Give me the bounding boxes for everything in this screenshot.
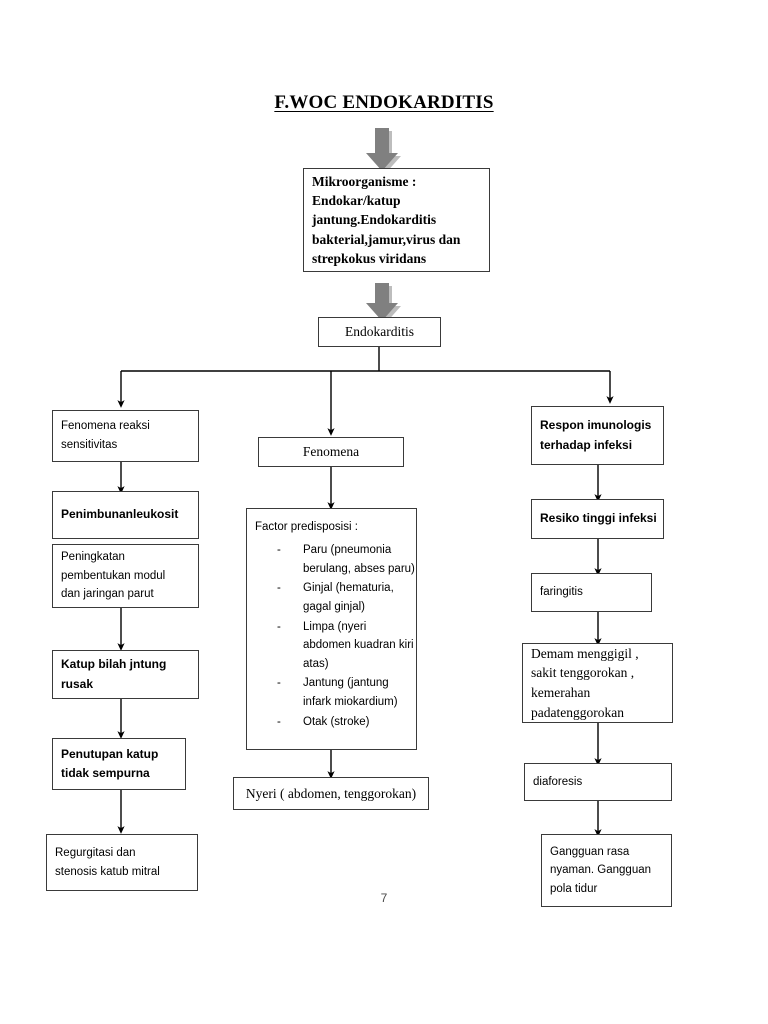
node-fenomena-reaksi-sensitivitas: Fenomena reaksi sensitivitas [52,410,199,462]
node-endokarditis: Endokarditis [318,317,441,347]
node-nyeri-abdomen-tenggorokan-text: Nyeri ( abdomen, tenggorokan) [245,785,417,801]
list-item-label: Paru (pneumonia berulang, abses paru) [303,544,415,575]
node-fenomena-text: Fenomena [302,444,360,460]
node-peningkatan-pembentukan-modul: Peningkatan pembentukan modul dan jaring… [52,544,199,608]
list-dash: - [277,582,281,595]
list-dash: - [277,677,281,690]
page-title: F.WOC ENDOKARDITIS [274,92,494,113]
node-faringitis: faringitis [531,573,652,612]
node-respon-imunologis: Respon imunologis terhadap infeksi [531,406,664,465]
node-demam-menggigil: Demam menggigil , sakit tenggorokan , ke… [522,643,673,723]
list-item-label: Ginjal (hematuria, gagal ginjal) [303,582,394,613]
node-nyeri-abdomen-tenggorokan: Nyeri ( abdomen, tenggorokan) [233,777,429,810]
node-resiko-tinggi-infeksi: Resiko tinggi infeksi [531,499,664,539]
list-dash: - [277,620,281,633]
node-gangguan-rasa-nyaman: Gangguan rasa nyaman. Gangguan pola tidu… [541,834,672,907]
node-katup-bilah-jantung-rusak: Katup bilah jntung rusak [52,650,199,699]
node-respon-imunologis-text: Respon imunologis terhadap infeksi [540,418,652,452]
list-item: - Limpa (nyeri abdomen kuadran kiri atas… [247,618,416,674]
node-peningkatan-pembentukan-modul-text: Peningkatan pembentukan modul dan jaring… [61,551,166,601]
page-number: 7 [380,891,388,905]
node-penutupan-katup-tidak-sempurna-text: Penutupan katup tidak sempurna [61,746,159,780]
node-diaforesis-text: diaforesis [533,775,583,788]
node-diaforesis: diaforesis [524,763,672,801]
node-factor-predisposisi: Factor predisposisi : - Paru (pneumonia … [246,508,417,750]
node-penimbunanleukosit: Penimbunanleukosit [52,491,199,539]
node-endokarditis-text: Endokarditis [345,324,414,340]
node-faringitis-text: faringitis [540,586,583,599]
list-item: - Jantung (jantung infark miokardium) [247,674,416,711]
node-gangguan-rasa-nyaman-text: Gangguan rasa nyaman. Gangguan pola tidu… [550,845,652,895]
block-arrow-down-to-microorganisme [366,128,401,174]
list-item-label: Otak (stroke) [303,715,370,728]
list-item-label: Jantung (jantung infark miokardium) [303,677,398,708]
list-item: - Otak (stroke) [247,713,416,732]
node-microorganisme: Mikroorganisme : Endokar/katup jantung.E… [303,168,490,272]
factor-predisposisi-list: - Paru (pneumonia berulang, abses paru) … [247,541,416,732]
node-fenomena-reaksi-sensitivitas-text: Fenomena reaksi sensitivitas [61,420,150,451]
node-fenomena: Fenomena [258,437,404,467]
list-item-label: Limpa (nyeri abdomen kuadran kiri atas) [303,620,414,670]
list-item: - Paru (pneumonia berulang, abses paru) [247,541,416,578]
node-regurgitasi-stenosis-katub-mitral: Regurgitasi dan stenosis katub mitral [46,834,198,891]
node-regurgitasi-stenosis-katub-mitral-text: Regurgitasi dan stenosis katub mitral [55,846,160,878]
list-dash: - [277,715,281,728]
node-katup-bilah-jantung-rusak-text: Katup bilah jntung rusak [61,657,167,691]
node-penimbunanleukosit-text: Penimbunanleukosit [61,507,179,522]
node-demam-menggigil-text: Demam menggigil , sakit tenggorokan , ke… [531,645,639,720]
node-microorganisme-text: Mikroorganisme : Endokar/katup jantung.E… [312,174,461,266]
list-dash: - [277,544,281,556]
list-item: - Ginjal (hematuria, gagal ginjal) [247,579,416,616]
node-resiko-tinggi-infeksi-text: Resiko tinggi infeksi [540,511,657,526]
node-penutupan-katup-tidak-sempurna: Penutupan katup tidak sempurna [52,738,186,790]
factor-predisposisi-title: Factor predisposisi : [255,521,358,533]
